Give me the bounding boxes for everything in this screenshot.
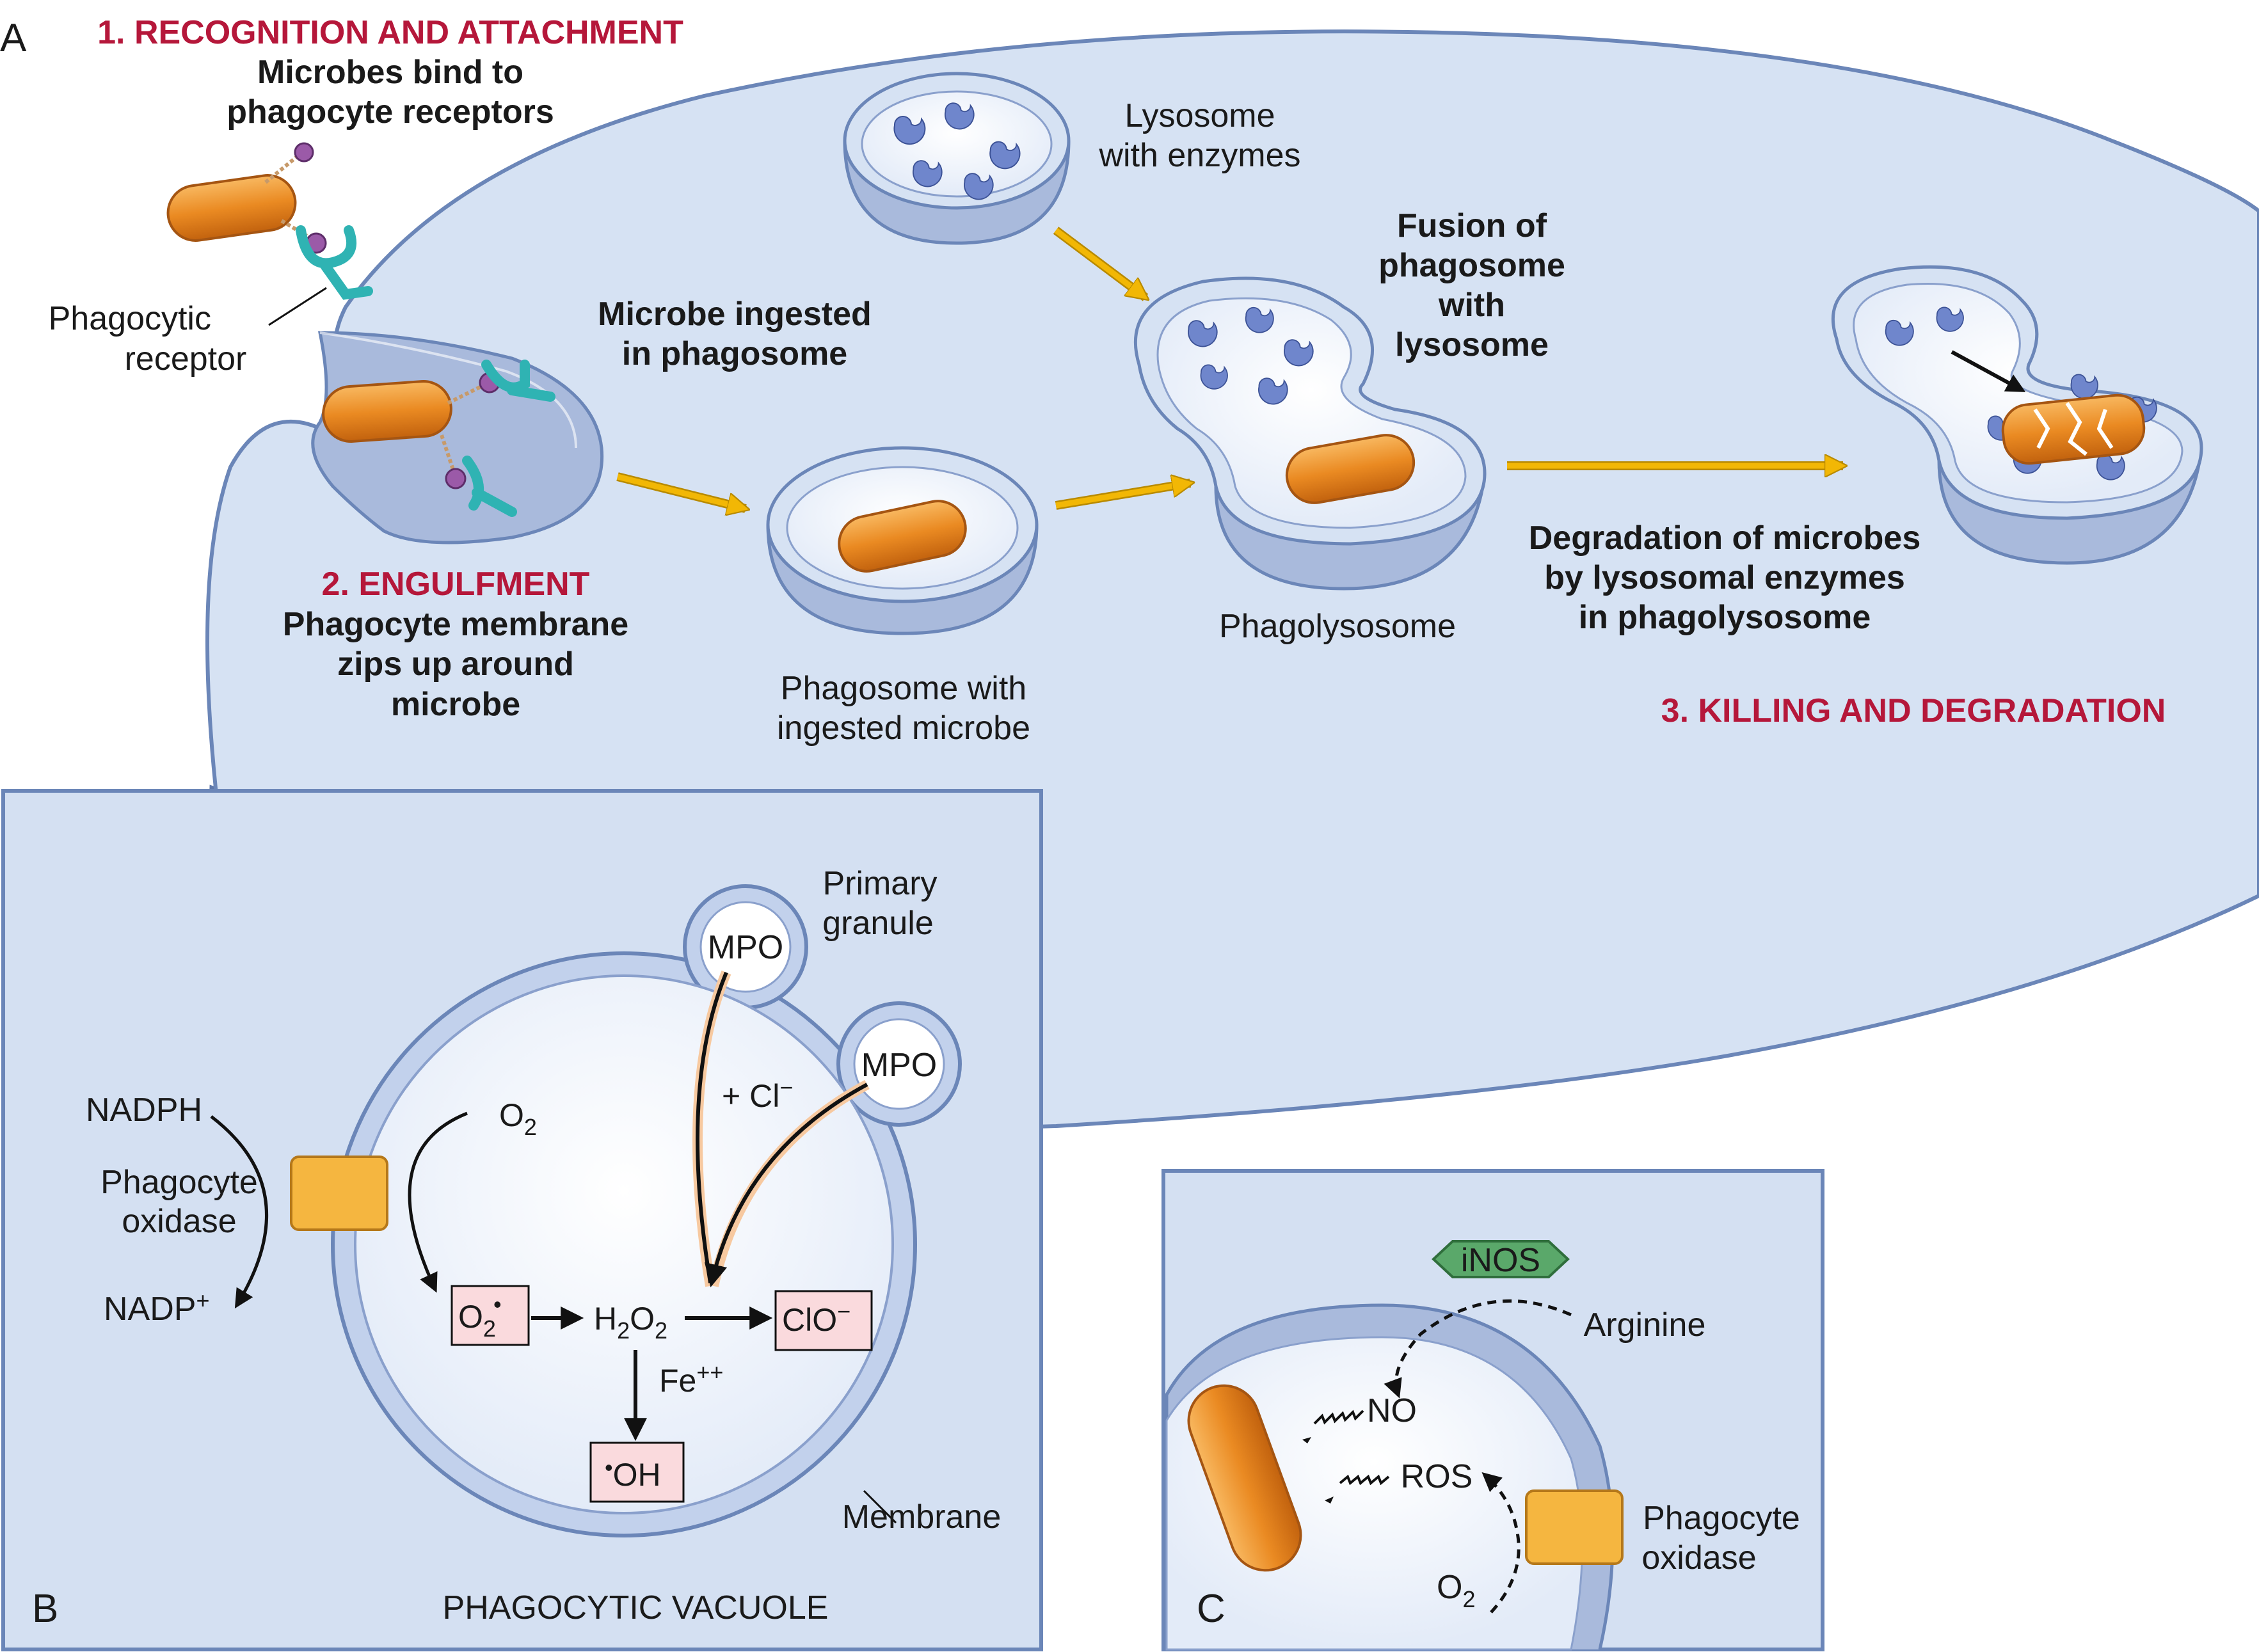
phagolysosome-fusion — [1133, 276, 1487, 591]
step3-title: 3. KILLING AND DEGRADATION — [1661, 692, 2166, 729]
o2-label-c: O2 — [1437, 1569, 1475, 1612]
phagocyte-oxidase-box — [290, 1156, 388, 1231]
receptor-label-line2: receptor — [125, 340, 247, 377]
receptor-leader-line — [268, 287, 327, 326]
step1-desc-line1: Microbes bind to — [257, 54, 523, 91]
step2-desc-line1: Phagocyte membrane — [283, 606, 628, 643]
h2o2-label: H2O2 — [594, 1301, 667, 1344]
degradation-label-line1: Degradation of microbes — [1529, 520, 1921, 557]
degradation-label-line2: by lysosomal enzymes — [1544, 559, 1905, 596]
mpo-label-1: MPO — [708, 929, 783, 966]
receptor-label-line1: Phagocytic — [49, 300, 211, 337]
step2-desc-line2: zips up around — [337, 646, 574, 683]
ingested-label-line2: in phagosome — [622, 335, 847, 372]
fusion-label-line2: phagosome — [1378, 247, 1565, 284]
arginine-label: Arginine — [1584, 1307, 1706, 1344]
hypochlorite-label: ClO− — [782, 1298, 850, 1338]
membrane-label: Membrane — [842, 1498, 1002, 1536]
phagolysosome-label: Phagolysosome — [1219, 608, 1456, 645]
oxidase-label-line2: oxidase — [122, 1203, 236, 1240]
oxidase-label-c-line2: oxidase — [1641, 1539, 1756, 1577]
nadp-label: NADP+ — [104, 1287, 210, 1328]
phagosome-label-line1: Phagosome with — [781, 670, 1026, 707]
lysosome-label-line2: with enzymes — [1099, 137, 1301, 174]
panel-c-label: C — [1197, 1587, 1225, 1631]
oxidase-label-c-line1: Phagocyte — [1643, 1500, 1800, 1537]
nadph-label: NADPH — [86, 1092, 202, 1129]
nitric-oxide-label: NO — [1367, 1392, 1417, 1429]
o2-label: O2 — [499, 1097, 537, 1140]
ingested-label-line1: Microbe ingested — [598, 296, 872, 333]
mpo-label-2: MPO — [861, 1047, 937, 1084]
iron-label: Fe++ — [659, 1359, 723, 1399]
enzyme-attack-arrow — [1951, 350, 2026, 392]
microbe-engulfing — [322, 360, 555, 517]
fusion-label-line3: with — [1438, 287, 1505, 324]
step2-title: 2. ENGULFMENT — [322, 566, 590, 603]
step1-desc-line2: phagocyte receptors — [227, 93, 554, 131]
phagocytic-vacuole-caption: PHAGOCYTIC VACUOLE — [443, 1589, 829, 1626]
phagocytic-receptor — [296, 225, 373, 300]
microbe-attaching — [166, 142, 327, 254]
chloride-label: + Cl− — [722, 1074, 793, 1114]
fusion-label-line4: lysosome — [1395, 326, 1549, 363]
primary-granule-line1: Primary — [822, 865, 937, 902]
hydroxyl-radical-label: •OH — [605, 1454, 661, 1493]
oxidase-label-line1: Phagocyte — [100, 1164, 258, 1201]
phagosome-label-line2: ingested microbe — [777, 710, 1030, 747]
process-arrows — [616, 226, 1843, 509]
panel-b-label: B — [32, 1587, 58, 1631]
lysosome — [843, 72, 1071, 245]
panel-a-label: A — [0, 16, 27, 60]
step1-title: 1. RECOGNITION AND ATTACHMENT — [97, 14, 683, 51]
degradation-label-line3: in phagolysosome — [1579, 599, 1871, 636]
inos-label: iNOS — [1461, 1242, 1540, 1279]
panel-b — [1, 789, 1043, 1651]
lysosome-label-line1: Lysosome — [1124, 97, 1275, 134]
ros-label: ROS — [1401, 1458, 1473, 1495]
step2-desc-line3: microbe — [391, 686, 520, 723]
primary-granule-line2: granule — [822, 905, 933, 942]
superoxide-label: O2• — [458, 1291, 502, 1342]
panel-c — [1161, 1169, 1824, 1651]
degrading-phagolysosome — [1831, 265, 2203, 565]
fusion-label-line1: Fusion of — [1397, 207, 1547, 244]
phagosome — [766, 446, 1039, 635]
